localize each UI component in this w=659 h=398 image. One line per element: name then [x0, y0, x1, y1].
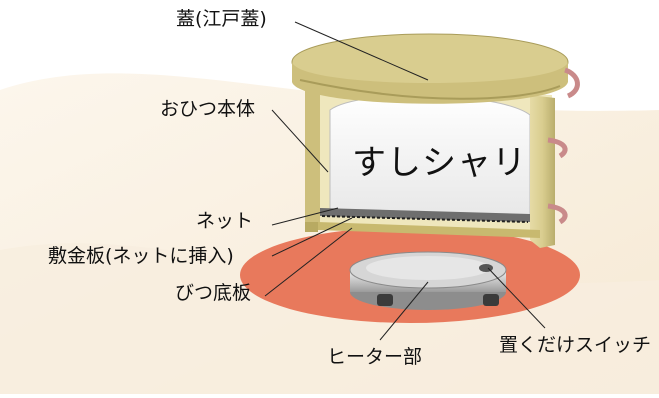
heater-unit — [349, 251, 507, 310]
label-switch: 置くだけスイッチ — [499, 334, 652, 356]
leader-lines — [264, 21, 546, 341]
ohitsu-body — [305, 75, 568, 248]
label-net: ネット — [196, 210, 254, 232]
label-bottom-plate: びつ底板 — [175, 282, 252, 304]
lid — [291, 33, 580, 104]
label-heater: ヒーター部 — [327, 346, 423, 368]
label-plate: 敷金板(ネットに挿入) — [48, 245, 234, 267]
label-lid: 蓋(江戸蓋) — [176, 8, 267, 30]
rice-label: すしシャリ — [352, 143, 527, 183]
label-ohitsu-body: おひつ本体 — [160, 98, 256, 120]
background-wave-2 — [0, 243, 659, 394]
